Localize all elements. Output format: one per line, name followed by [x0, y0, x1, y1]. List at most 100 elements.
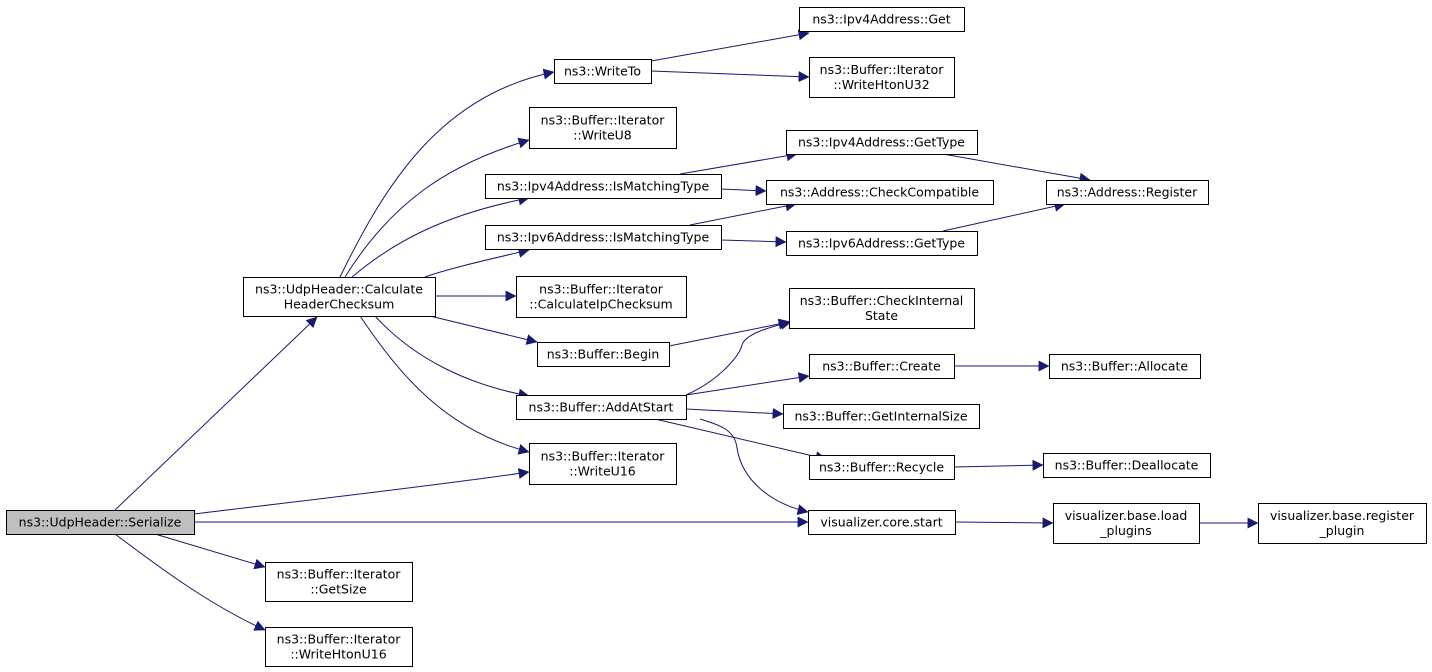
node-label-line: ns3::Ipv4Address::Get [812, 12, 950, 27]
node-box [529, 443, 677, 485]
node-label-line: ns3::Buffer::Allocate [1061, 359, 1189, 374]
node-get-internal-size[interactable]: ns3::Buffer::GetInternalSize [783, 404, 980, 429]
edge-write-to-to-ipv4-get [650, 29, 810, 62]
node-ipv4-gettype[interactable]: ns3::Ipv4Address::GetType [786, 130, 978, 155]
node-label-line: ::WriteHtonU32 [833, 77, 929, 92]
edges-layer [114, 29, 1259, 631]
edge-ipv4-match-to-ipv4-gettype [679, 150, 798, 175]
node-label-line: ns3::Buffer::Iterator [820, 62, 945, 77]
edge-calc-hdr-to-write-u8 [344, 137, 530, 278]
node-viz-start[interactable]: visualizer.core.start [808, 510, 956, 535]
node-write-hton-u32[interactable]: ns3::Buffer::Iterator::WriteHtonU32 [809, 57, 955, 98]
node-box [516, 395, 687, 420]
node-label-line: ns3::Ipv6Address::IsMatchingType [497, 230, 710, 245]
edge-serialize-to-get-size [154, 533, 266, 570]
node-label-line: ns3::Ipv6Address::GetType [798, 236, 965, 251]
node-box [783, 404, 980, 429]
node-label-line: ns3::Address::Register [1057, 185, 1198, 200]
node-serialize[interactable]: ns3::UdpHeader::Serialize [6, 510, 195, 535]
edge-calc-hdr-to-write-u16 [359, 315, 530, 455]
node-create[interactable]: ns3::Buffer::Create [809, 354, 955, 379]
node-load-plugins[interactable]: visualizer.base.load_plugins [1053, 503, 1200, 544]
node-ipv6-gettype[interactable]: ns3::Ipv6Address::GetType [786, 231, 978, 256]
node-ipv4-get[interactable]: ns3::Ipv4Address::Get [799, 7, 965, 32]
node-label-line: ns3::Buffer::Iterator [277, 632, 402, 647]
node-box [808, 510, 956, 535]
node-box [1049, 354, 1201, 379]
node-label-line: HeaderChecksum [284, 297, 395, 312]
node-box [809, 354, 955, 379]
edge-write-to-to-write-hton-u32 [650, 70, 810, 83]
edge-ipv6-gettype-to-register [942, 200, 1066, 232]
node-write-u8[interactable]: ns3::Buffer::Iterator::WriteU8 [529, 107, 677, 149]
node-label-line: ns3::Buffer::GetInternalSize [794, 409, 967, 424]
node-label-line: ::WriteHtonU16 [290, 647, 386, 662]
edge-calc-hdr-to-begin [429, 315, 538, 345]
edge-add-at-start-to-get-internal-size [685, 407, 784, 419]
node-label-line: ns3::Buffer::Deallocate [1055, 458, 1199, 473]
node-box [809, 57, 955, 98]
node-label-line: ::WriteU8 [573, 128, 632, 143]
edge-ipv6-match-to-ipv6-gettype [720, 236, 787, 248]
edge-add-at-start-to-viz-start [699, 418, 809, 515]
node-label-line: ns3::Buffer::Iterator [277, 567, 402, 582]
node-label-line: visualizer.base.register [1270, 508, 1415, 523]
node-label-line: _plugins [1099, 523, 1151, 538]
node-box [6, 510, 195, 535]
node-deallocate[interactable]: ns3::Buffer::Deallocate [1043, 453, 1211, 478]
node-label-line: ::CalculateIpChecksum [529, 297, 673, 312]
edge-calc-hdr-to-ipv4-match [351, 194, 530, 278]
node-label-line: State [865, 308, 898, 323]
node-write-u16[interactable]: ns3::Buffer::Iterator::WriteU16 [529, 443, 677, 485]
edge-calc-hdr-to-write-to [339, 68, 555, 278]
edge-begin-to-check-internal [668, 318, 790, 347]
edge-add-at-start-to-create [685, 372, 810, 396]
node-write-hton-u16[interactable]: ns3::Buffer::Iterator::WriteHtonU16 [265, 627, 413, 667]
node-box [1258, 503, 1427, 544]
node-label-line: ns3::WriteTo [564, 64, 641, 79]
node-label-line: ns3::Ipv4Address::GetType [798, 135, 965, 150]
node-box [789, 288, 975, 329]
node-ipv4-match[interactable]: ns3::Ipv4Address::IsMatchingType [485, 174, 722, 199]
edge-add-at-start-to-recycle [654, 418, 827, 462]
node-label-line: ns3::Buffer::Iterator [541, 113, 666, 128]
node-calc-ip[interactable]: ns3::Buffer::Iterator::CalculateIpChecks… [516, 276, 687, 318]
node-label-line: ns3::Buffer::AddAtStart [529, 400, 674, 415]
edge-recycle-to-deallocate [953, 459, 1044, 471]
node-box [537, 342, 670, 367]
node-label-line: ns3::Buffer::Iterator [541, 449, 666, 464]
node-box [485, 174, 722, 199]
node-box [554, 59, 652, 84]
edge-ipv6-match-to-check-compat [689, 200, 797, 226]
node-register-plugin[interactable]: visualizer.base.register_plugin [1258, 503, 1427, 544]
node-label-line: visualizer.core.start [820, 515, 942, 530]
edge-calc-hdr-to-ipv6-match [424, 247, 530, 278]
node-box [786, 231, 978, 256]
edge-add-at-start-to-check-internal [685, 318, 792, 396]
edge-serialize-to-write-hton-u16 [114, 533, 266, 631]
node-label-line: ns3::UdpHeader::Serialize [19, 515, 182, 530]
node-label-line: _plugin [1319, 523, 1365, 538]
node-ipv6-match[interactable]: ns3::Ipv6Address::IsMatchingType [485, 225, 722, 250]
node-recycle[interactable]: ns3::Buffer::Recycle [809, 455, 955, 480]
node-box [529, 107, 677, 149]
node-label-line: ns3::Buffer::Recycle [819, 460, 944, 475]
node-label-line: ::GetSize [310, 582, 367, 597]
node-get-size[interactable]: ns3::Buffer::Iterator::GetSize [265, 562, 413, 602]
node-label-line: ns3::Address::CheckCompatible [780, 185, 979, 200]
node-label-line: ns3::Ipv4Address::IsMatchingType [497, 179, 710, 194]
node-add-at-start[interactable]: ns3::Buffer::AddAtStart [516, 395, 687, 420]
node-begin[interactable]: ns3::Buffer::Begin [537, 342, 670, 367]
node-register[interactable]: ns3::Address::Register [1046, 180, 1209, 205]
edge-serialize-to-write-u16 [193, 468, 530, 515]
node-check-compat[interactable]: ns3::Address::CheckCompatible [766, 180, 994, 205]
node-label-line: ns3::Buffer::Create [822, 359, 941, 374]
node-allocate[interactable]: ns3::Buffer::Allocate [1049, 354, 1201, 379]
node-write-to[interactable]: ns3::WriteTo [554, 59, 652, 84]
node-box [265, 627, 413, 667]
node-box [799, 7, 965, 32]
nodes-layer: ns3::UdpHeader::Serialize ns3::UdpHeader:… [6, 7, 1427, 667]
